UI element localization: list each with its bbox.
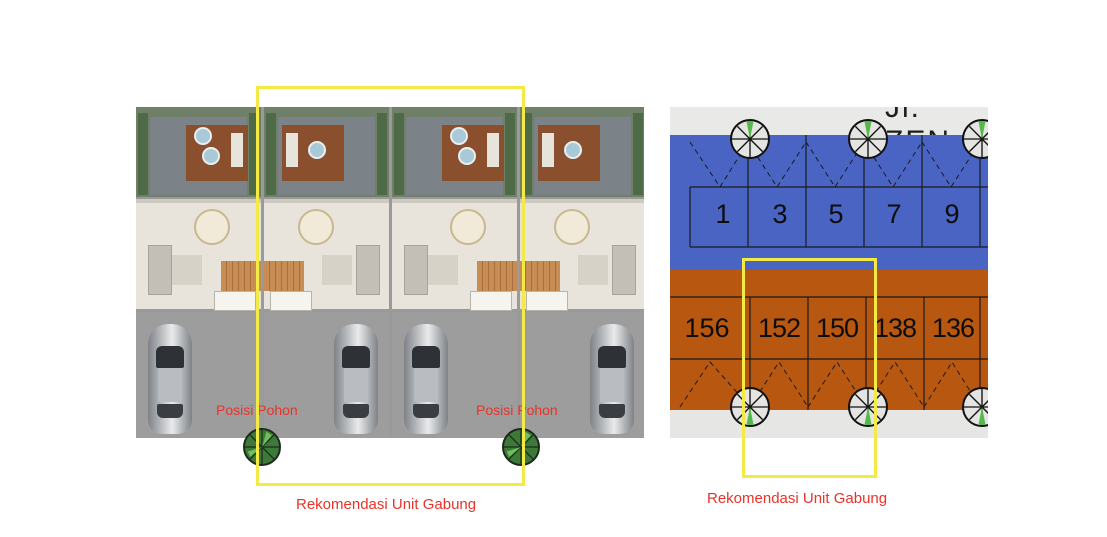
driveway [136,312,261,438]
unit-plan [136,107,261,438]
stairs-icon [264,261,304,291]
hedge [266,113,276,195]
street-strip [670,410,988,438]
driveway [392,312,517,438]
lounger-icon [231,133,243,167]
garden [520,107,644,197]
tree-position-label: Posisi Pohon [476,402,558,418]
hedge [633,113,643,195]
garden [136,107,261,197]
rug [578,255,608,285]
driveway [264,312,389,438]
unit-plan [392,107,517,438]
dining-table-icon [554,209,590,245]
lounger-icon [542,133,554,167]
combined-unit-highlight [256,86,525,486]
tub-icon [450,127,468,145]
tree-icon [962,119,988,159]
stairs-icon [477,261,517,291]
hedge [249,113,259,195]
lounger-icon [487,133,499,167]
interior [136,199,261,311]
rug [172,255,202,285]
combined-unit-caption: Rekomendasi Unit Gabung [707,490,888,507]
tub-icon [202,147,220,165]
tree-icon [848,119,888,159]
tub-icon [194,127,212,145]
counter [270,291,312,311]
stairs-icon [221,261,261,291]
lot-number: 7 [886,199,902,229]
site-plan: Jl. ZEN [670,107,988,438]
tree-icon [730,119,770,159]
dining-table-icon [450,209,486,245]
lot-number: 136 [931,313,975,343]
hedge [377,113,387,195]
interior [520,199,644,311]
sofa-icon [612,245,636,295]
wall [136,199,261,203]
sofa-icon [404,245,428,295]
lot-number: 156 [684,313,730,343]
car-icon [404,324,448,434]
bottom-row-lots [670,270,988,410]
hedge [394,113,404,195]
hedge [522,113,532,195]
lot-number: 9 [944,199,960,229]
sofa-icon [356,245,380,295]
driveway [520,312,644,438]
car-icon [148,324,192,434]
counter [526,291,568,311]
dining-table-icon [194,209,230,245]
interior [264,199,389,311]
lot-number: 138 [873,313,917,343]
tree-icon [962,387,988,427]
garden [392,107,517,197]
tub-icon [458,147,476,165]
hedge [138,113,148,195]
combined-unit-highlight [742,258,877,478]
hedge [505,113,515,195]
lot-number: 150 [815,313,859,343]
lounger-icon [286,133,298,167]
unit-plan [520,107,644,438]
car-icon [590,324,634,434]
lot-number: 1 [715,199,731,229]
unit-plan [264,107,389,438]
tub-icon [308,141,326,159]
lot-number: 3 [772,199,788,229]
garden [264,107,389,197]
car-icon [334,324,378,434]
counter [470,291,512,311]
dining-table-icon [298,209,334,245]
rug [428,255,458,285]
lot-number: 152 [757,313,801,343]
wall [264,199,389,203]
tree-icon [243,428,281,466]
sofa-icon [148,245,172,295]
interior [392,199,517,311]
floor-plan: Posisi Pohon Posisi Pohon [136,107,644,438]
tree-icon [848,387,888,427]
counter [214,291,256,311]
tree-icon [502,428,540,466]
wall [392,199,517,203]
tree-icon [730,387,770,427]
lot-number: 5 [828,199,844,229]
rug [322,255,352,285]
street-strip [670,107,988,135]
tub-icon [564,141,582,159]
stairs-icon [520,261,560,291]
wall [520,199,644,203]
combined-unit-caption: Rekomendasi Unit Gabung [296,496,477,513]
